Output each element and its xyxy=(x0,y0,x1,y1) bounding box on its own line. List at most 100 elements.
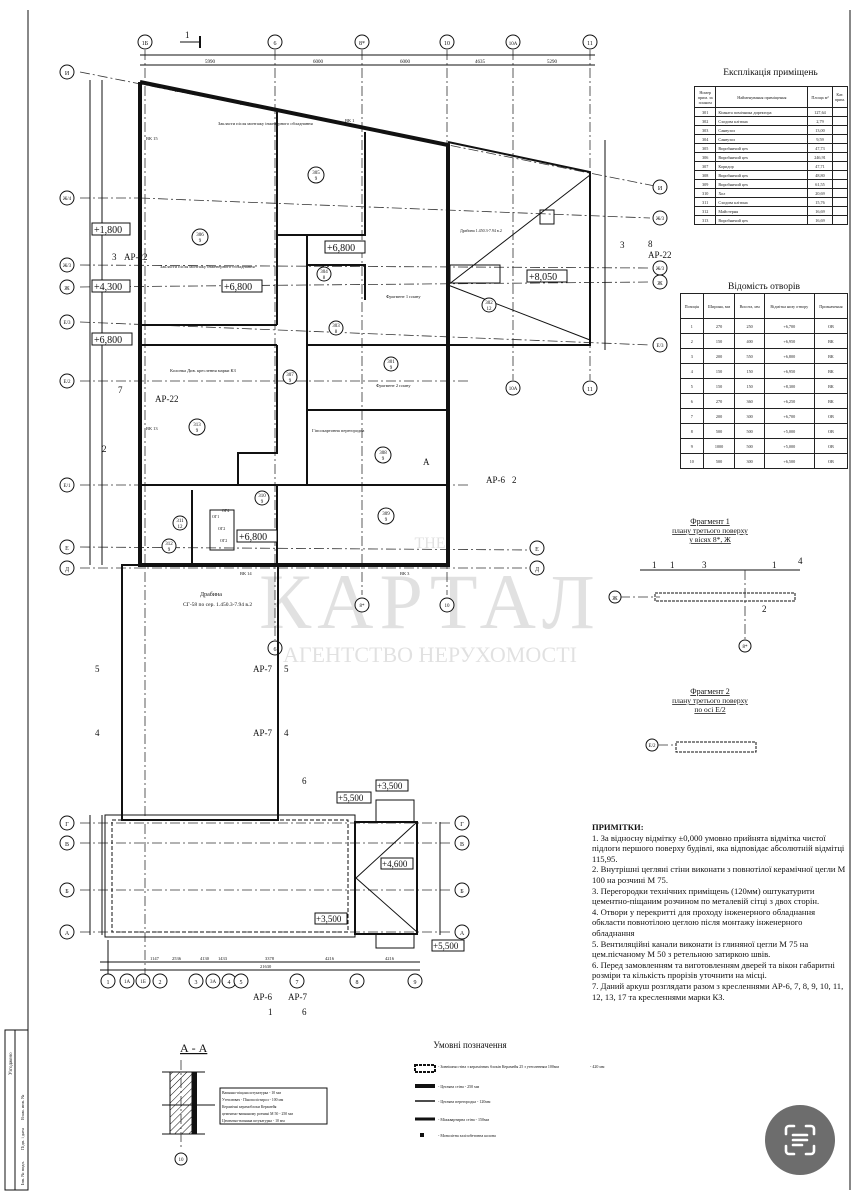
svg-text:2: 2 xyxy=(512,475,517,485)
note-item: 2. Внутрішні цегляні стіни виконати з по… xyxy=(592,864,846,885)
col-header: Призначення xyxy=(813,293,849,319)
svg-text:Підп. і дата: Підп. і дата xyxy=(20,1128,25,1150)
table-cell: Виробничий цех xyxy=(715,170,809,180)
svg-text:311: 311 xyxy=(176,519,184,524)
svg-text:4: 4 xyxy=(228,980,231,986)
svg-text:Цементно-вапняна штукатурка -: Цементно-вапняна штукатурка - 10 мм xyxy=(222,1119,285,1123)
svg-text:В: В xyxy=(460,842,464,848)
svg-text:308: 308 xyxy=(379,451,387,456)
svg-text:Ж/4: Ж/4 xyxy=(63,197,72,202)
legend: Умовні позначення - Зовнішня стіна з кер… xyxy=(414,1040,605,1138)
col-header: Позиція xyxy=(680,293,704,319)
svg-text:+4,600: +4,600 xyxy=(382,859,408,869)
notes-title: ПРИМІТКИ: xyxy=(592,822,644,832)
table-cell: 15,76 xyxy=(807,197,833,207)
table-cell: 550 xyxy=(734,348,765,364)
svg-text:Ж/3: Ж/3 xyxy=(656,217,665,222)
scan-text-button[interactable] xyxy=(765,1105,835,1175)
svg-text:АР-6: АР-6 xyxy=(253,992,273,1002)
svg-text:А: А xyxy=(65,931,70,937)
table-cell: 500 xyxy=(702,423,736,439)
table-cell: ВК xyxy=(813,348,849,364)
svg-text:4216: 4216 xyxy=(385,956,395,961)
svg-text:+3,500: +3,500 xyxy=(377,781,403,791)
svg-text:ВК 13: ВК 13 xyxy=(146,426,158,431)
table-cell: Виробничий цех xyxy=(715,179,809,189)
svg-text:5990: 5990 xyxy=(205,60,216,65)
svg-text:1: 1 xyxy=(652,560,657,570)
svg-text:Б: Б xyxy=(65,889,69,895)
table-cell: 150 xyxy=(734,363,765,379)
svg-text:4: 4 xyxy=(798,556,803,566)
svg-text:Б: Б xyxy=(460,889,464,895)
table-cell: 312 xyxy=(693,206,717,216)
svg-text:+8,050: +8,050 xyxy=(529,272,557,283)
svg-text:8*: 8* xyxy=(359,41,365,47)
svg-text:+6,800: +6,800 xyxy=(94,335,122,346)
svg-text:+6,800: +6,800 xyxy=(224,282,252,293)
svg-text:Фрагмент 2 плану: Фрагмент 2 плану xyxy=(376,383,411,388)
table-cell: 302 xyxy=(693,116,717,126)
svg-text:Е/3: Е/3 xyxy=(64,321,71,326)
svg-text:310: 310 xyxy=(258,494,266,499)
svg-text:Ж: Ж xyxy=(657,281,663,287)
building-walls xyxy=(104,80,591,949)
table-cell: 307 xyxy=(693,161,717,171)
svg-text:ОГ1: ОГ1 xyxy=(212,514,219,519)
svg-text:плану третього поверху: плану третього поверху xyxy=(672,696,748,705)
note-item: 1. За відносну відмітку ±0,000 умовно пр… xyxy=(592,832,845,864)
table-cell: 150 xyxy=(702,333,736,349)
note-item: 4. Отвори у перекритті для проходу інжен… xyxy=(592,906,816,938)
svg-text:305: 305 xyxy=(312,171,320,176)
table-cell xyxy=(831,197,849,207)
svg-text:- Цегляна перегородка - 120мм: - Цегляна перегородка - 120мм xyxy=(438,1099,491,1104)
table-cell xyxy=(831,143,849,153)
svg-text:6: 6 xyxy=(274,647,277,653)
watermark: THE КАРТАЛ АГЕНТСТВО НЕРУХОМОСТІ xyxy=(259,535,595,667)
svg-text:Утеплювач - Пінополістирол - 1: Утеплювач - Пінополістирол - 100 мм xyxy=(222,1098,284,1102)
title-stamp: Узгоджено Взам. инв. № Підп. і дата Інв.… xyxy=(4,10,851,1191)
table-cell: ВК xyxy=(813,333,849,349)
svg-text:8: 8 xyxy=(648,239,653,249)
svg-text:3А: 3А xyxy=(210,980,217,985)
svg-text:8*: 8* xyxy=(743,645,749,650)
svg-text:9: 9 xyxy=(390,366,393,371)
svg-text:1147: 1147 xyxy=(150,956,160,961)
table-cell: +6,700 xyxy=(763,408,815,424)
table-cell: ОВ xyxy=(813,318,849,334)
rooms-table: Номер прим. за планом Найменування примі… xyxy=(693,86,849,225)
table-cell: 270 xyxy=(702,393,736,409)
table-cell: 313 xyxy=(693,215,717,225)
col-header: Висота, мм xyxy=(734,293,765,319)
table-cell: 127,64 xyxy=(807,107,833,117)
col-header: Відмітка низу отвору xyxy=(763,293,815,319)
svg-text:АР-6: АР-6 xyxy=(486,475,506,485)
table-cell xyxy=(831,116,849,126)
note-item: 6. Перед замовленням та виготовленням дв… xyxy=(592,959,835,981)
elevation-tags: +1,800 +4,300 +6,800 +6,800 +6,800 +6,80… xyxy=(91,222,568,952)
table-cell: Санвузол xyxy=(715,125,809,135)
svg-text:Ж/3: Ж/3 xyxy=(63,264,72,269)
table-cell xyxy=(831,134,849,144)
table-cell xyxy=(831,188,849,198)
svg-text:1433: 1433 xyxy=(218,956,228,961)
svg-text:Е/3: Е/3 xyxy=(657,344,664,349)
table-cell: 306 xyxy=(693,152,717,162)
svg-text:21630: 21630 xyxy=(260,964,272,969)
svg-text:5: 5 xyxy=(95,664,100,674)
table-cell: Хол xyxy=(715,188,809,198)
svg-text:6000: 6000 xyxy=(400,60,411,65)
svg-text:4635: 4635 xyxy=(475,60,486,65)
table-cell: 8 xyxy=(680,423,704,439)
col-header: Площа м² xyxy=(807,86,833,108)
openings-table: Позиція Ширина, мм Висота, мм Відмітка н… xyxy=(680,293,849,469)
svg-text:7: 7 xyxy=(118,385,123,395)
table-cell: ВК xyxy=(813,363,849,379)
